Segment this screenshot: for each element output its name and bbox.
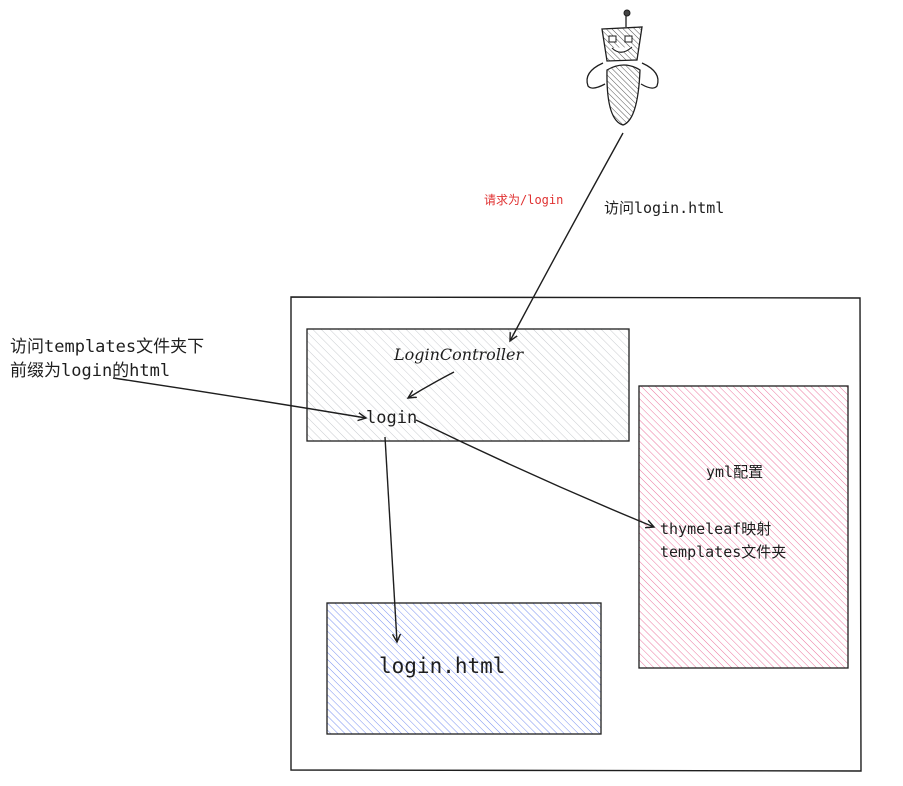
arrow-note-to-method — [112, 377, 366, 418]
config-line1: thymeleaf映射 — [660, 520, 772, 538]
config-line2: templates文件夹 — [660, 543, 787, 561]
templates-note-line2: 前缀为login的html — [10, 361, 171, 381]
page-box — [326, 602, 602, 735]
arrow-user-to-controller — [510, 132, 624, 341]
controller-method: login — [366, 408, 418, 428]
config-title: yml配置 — [706, 463, 764, 481]
visit-html-label: 访问login.html — [604, 199, 725, 217]
controller-title: LoginController — [394, 345, 524, 364]
robot-user-icon — [586, 9, 659, 126]
page-label: login.html — [379, 654, 506, 678]
arrow-method-to-config — [415, 419, 654, 527]
config-box — [638, 385, 849, 669]
templates-note-line1: 访问templates文件夹下 — [10, 337, 205, 357]
request-label: 请求为/login — [484, 193, 564, 207]
controller-box — [306, 328, 630, 442]
arrow-title-to-method — [408, 371, 455, 398]
arrow-method-to-page — [384, 436, 397, 642]
server-container — [290, 296, 862, 772]
